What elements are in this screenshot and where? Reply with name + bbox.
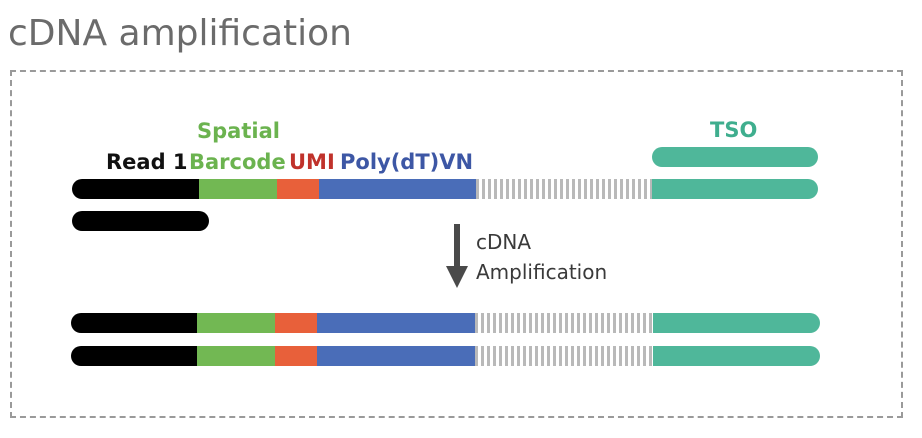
spatial-label: Spatial [197,119,280,143]
polydt-label: Poly(dT)VN [340,150,474,174]
amp1-tso-segment [653,313,820,333]
amp1-umi-segment [275,313,317,333]
top-strand-polydt-segment [319,179,476,199]
umi-label: UMI [289,150,335,174]
barcode-label: Barcode [189,150,286,174]
diagram-frame [10,70,903,418]
amp2-umi-segment [275,346,317,366]
amp2-polydt-segment [317,346,475,366]
read1-primer [72,211,209,231]
tso-label: TSO [710,118,758,142]
top-strand-umi-segment [277,179,319,199]
top-strand-hatched-segment [476,179,652,199]
tso-oligo [652,147,818,167]
amp1-polydt-segment [317,313,475,333]
top-strand-read1-segment [72,179,199,199]
cdna-label-line1: cDNA [476,230,532,254]
top-strand-tso-segment [652,179,818,199]
page-title: cDNA amplification [8,13,352,54]
down-arrow-icon [446,224,468,288]
amp2-hatched-segment [475,346,653,366]
cdna-label-line2: Amplification [476,260,608,284]
amp2-tso-segment [653,346,820,366]
read1-label: Read 1 [106,150,188,174]
amp2-read1-segment [71,346,197,366]
amp1-hatched-segment [475,313,653,333]
amp2-barcode-segment [197,346,275,366]
top-strand-barcode-segment [199,179,277,199]
amp1-read1-segment [71,313,197,333]
amp1-barcode-segment [197,313,275,333]
